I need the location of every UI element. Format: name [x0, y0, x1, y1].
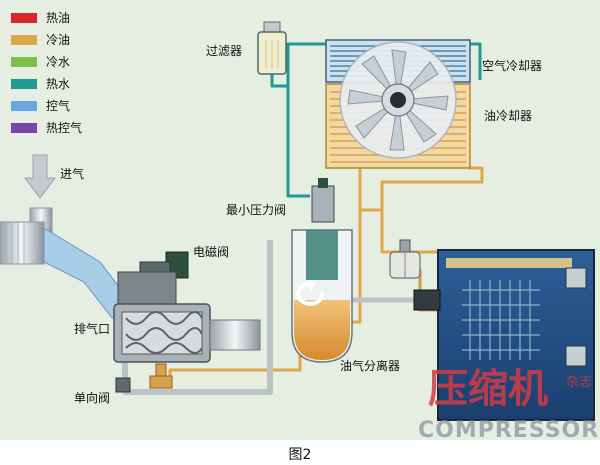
- label-filter: 过滤器: [206, 44, 242, 58]
- watermark-en: COMPRESSOR: [418, 418, 599, 440]
- minimum-pressure-valve: [311, 178, 335, 223]
- watermark-cn: 压缩机: [428, 366, 548, 412]
- pipe-return-gray: [122, 240, 273, 395]
- legend-swatch-hot-oil: [11, 13, 37, 23]
- cooling-fan: [339, 41, 457, 159]
- label-oil-gas-separator: 油气分离器: [340, 358, 400, 373]
- pipe-air-to-cooler: [286, 42, 326, 86]
- diagram-frame: 热油 冷油 冷水 热水 控气 热控气 过滤器: [0, 0, 600, 440]
- label-inlet: 进气: [60, 166, 84, 181]
- legend-label-cold-oil: 冷油: [46, 33, 70, 47]
- legend-swatch-cold-oil: [11, 35, 37, 45]
- legend-label-control-air: 控气: [46, 98, 70, 113]
- legend-swatch-hot-control-air: [11, 123, 37, 133]
- inlet-duct: [0, 207, 133, 319]
- figure-caption: 图2: [288, 447, 312, 463]
- legend-label-hot-water: 热水: [46, 77, 70, 91]
- legend-swatch-control-air: [11, 101, 37, 111]
- label-oil-cooler: 油冷却器: [484, 109, 532, 123]
- label-air-cooler: 空气冷却器: [482, 58, 542, 73]
- legend-swatch-cold-water: [11, 57, 37, 67]
- screw-compressor: [113, 271, 261, 363]
- oil-gas-separator: [291, 229, 353, 363]
- legend-label-hot-control-air: 热控气: [46, 120, 82, 135]
- label-solenoid-valve: 电磁阀: [193, 244, 229, 259]
- pipe-oil-cooler-out: [360, 166, 484, 212]
- compressor-diagram: 热油 冷油 冷水 热水 控气 热控气 过滤器: [0, 11, 599, 440]
- label-exhaust-port: 排气口: [74, 321, 110, 336]
- dryer-unit: [413, 249, 595, 421]
- pipe-cooler-return: [470, 42, 482, 80]
- legend-label-hot-oil: 热油: [46, 11, 70, 25]
- legend: 热油 冷油 冷水 热水 控气 热控气: [11, 11, 82, 135]
- label-minimum-pressure-valve: 最小压力阀: [226, 203, 286, 217]
- watermark: 压缩机 杂志 COMPRESSOR: [418, 366, 599, 440]
- label-check-valve: 单向阀: [74, 390, 110, 405]
- filter: [257, 21, 287, 75]
- twin-valve: [389, 239, 421, 279]
- check-valve: [115, 363, 173, 393]
- watermark-side: 杂志: [566, 375, 592, 390]
- pipe-filter-line: [270, 70, 310, 198]
- inlet-arrow-icon: [24, 154, 56, 199]
- legend-label-cold-water: 冷水: [46, 55, 70, 69]
- legend-swatch-hot-water: [11, 79, 37, 89]
